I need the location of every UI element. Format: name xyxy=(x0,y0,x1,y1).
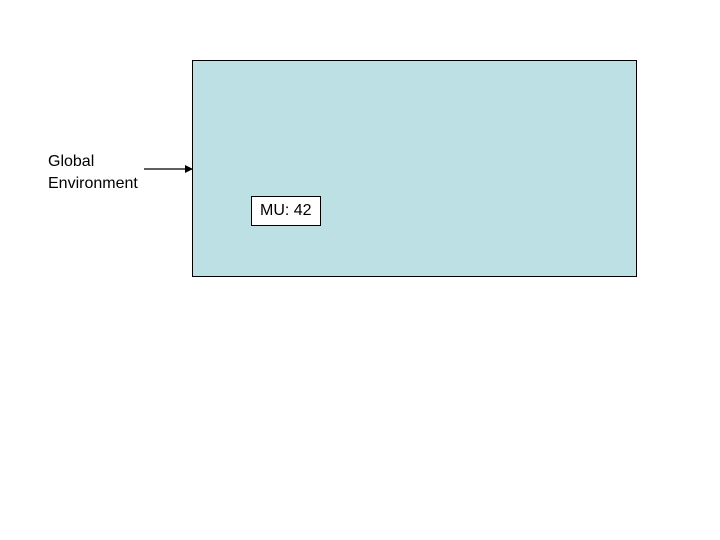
global-environment-label-line2: Environment xyxy=(48,175,138,192)
arrow-connector xyxy=(144,165,193,173)
global-environment-label: Global Environment xyxy=(48,151,138,195)
mu-value-box: MU: 42 xyxy=(251,196,321,226)
environment-container xyxy=(192,60,637,277)
global-environment-label-line1: Global xyxy=(48,153,95,170)
